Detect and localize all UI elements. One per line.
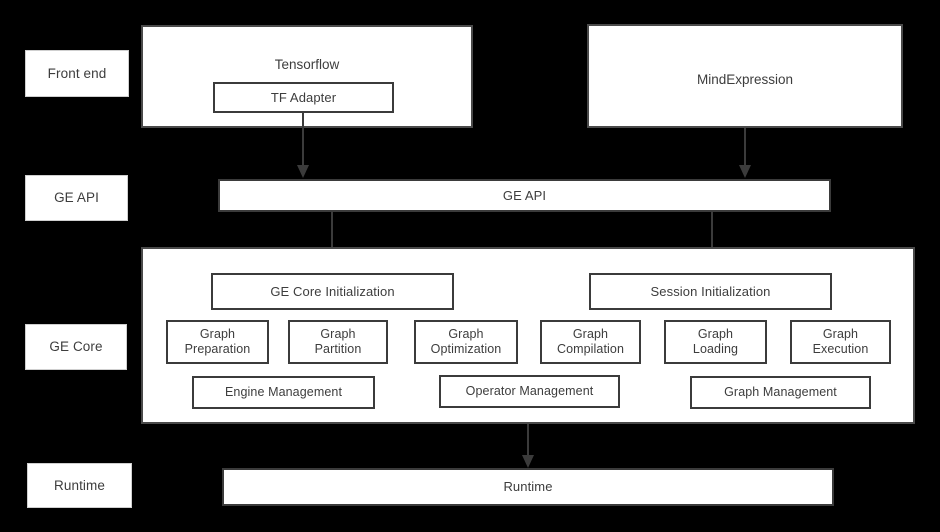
layer-label-ge-core-text: GE Core — [49, 339, 103, 355]
operator-management-label: Operator Management — [465, 384, 594, 399]
graph-preparation-label: Graph Preparation — [184, 327, 251, 356]
arrow-shaft — [744, 128, 746, 166]
engine-management-label: Engine Management — [224, 385, 343, 400]
operator-management-box[interactable]: Operator Management — [439, 375, 620, 408]
layer-label-ge-api: GE API — [25, 175, 128, 221]
layer-label-runtime-text: Runtime — [54, 477, 105, 493]
arrow-shaft — [302, 113, 304, 166]
arrow-head — [297, 165, 309, 178]
graph-management-box[interactable]: Graph Management — [690, 376, 871, 409]
graph-compilation-label: Graph Compilation — [556, 327, 625, 356]
graph-execution-box[interactable]: Graph Execution — [790, 320, 891, 364]
arrow-shaft — [711, 212, 713, 261]
tf-adapter-label: TF Adapter — [270, 89, 337, 105]
ge-core-initialization-label: GE Core Initialization — [270, 283, 395, 299]
layer-label-runtime: Runtime — [27, 463, 132, 508]
tf-adapter-box[interactable]: TF Adapter — [213, 82, 394, 113]
graph-loading-label: Graph Loading — [692, 327, 739, 356]
layer-label-ge-core: GE Core — [25, 324, 127, 370]
engine-management-box[interactable]: Engine Management — [192, 376, 375, 409]
graph-execution-label: Graph Execution — [812, 327, 869, 356]
arrow-head — [739, 165, 751, 178]
arrow-head — [522, 455, 534, 468]
arrow-shaft — [331, 212, 333, 261]
mindexpression-label: MindExpression — [696, 72, 794, 87]
arrow-shaft — [527, 424, 529, 456]
ge-core-initialization-box[interactable]: GE Core Initialization — [211, 273, 454, 310]
session-initialization-box[interactable]: Session Initialization — [589, 273, 832, 310]
graph-optimization-box[interactable]: Graph Optimization — [414, 320, 518, 364]
graph-partition-label: Graph Partition — [314, 327, 362, 356]
tensorflow-label: Tensorflow — [274, 57, 340, 72]
layer-label-front-end: Front end — [25, 50, 129, 97]
layer-label-front-end-text: Front end — [47, 65, 107, 81]
graph-management-label: Graph Management — [724, 385, 837, 400]
runtime-bar[interactable]: Runtime — [222, 468, 834, 506]
mindexpression-group: MindExpression — [587, 24, 903, 128]
graph-partition-box[interactable]: Graph Partition — [288, 320, 388, 364]
layer-label-ge-api-text: GE API — [54, 190, 99, 206]
graph-optimization-label: Graph Optimization — [430, 327, 502, 356]
ge-api-bar-label: GE API — [502, 187, 547, 203]
ge-api-bar[interactable]: GE API — [218, 179, 831, 212]
graph-loading-box[interactable]: Graph Loading — [664, 320, 767, 364]
session-initialization-label: Session Initialization — [650, 283, 771, 299]
runtime-bar-label: Runtime — [503, 479, 553, 495]
graph-compilation-box[interactable]: Graph Compilation — [540, 320, 641, 364]
graph-preparation-box[interactable]: Graph Preparation — [166, 320, 269, 364]
